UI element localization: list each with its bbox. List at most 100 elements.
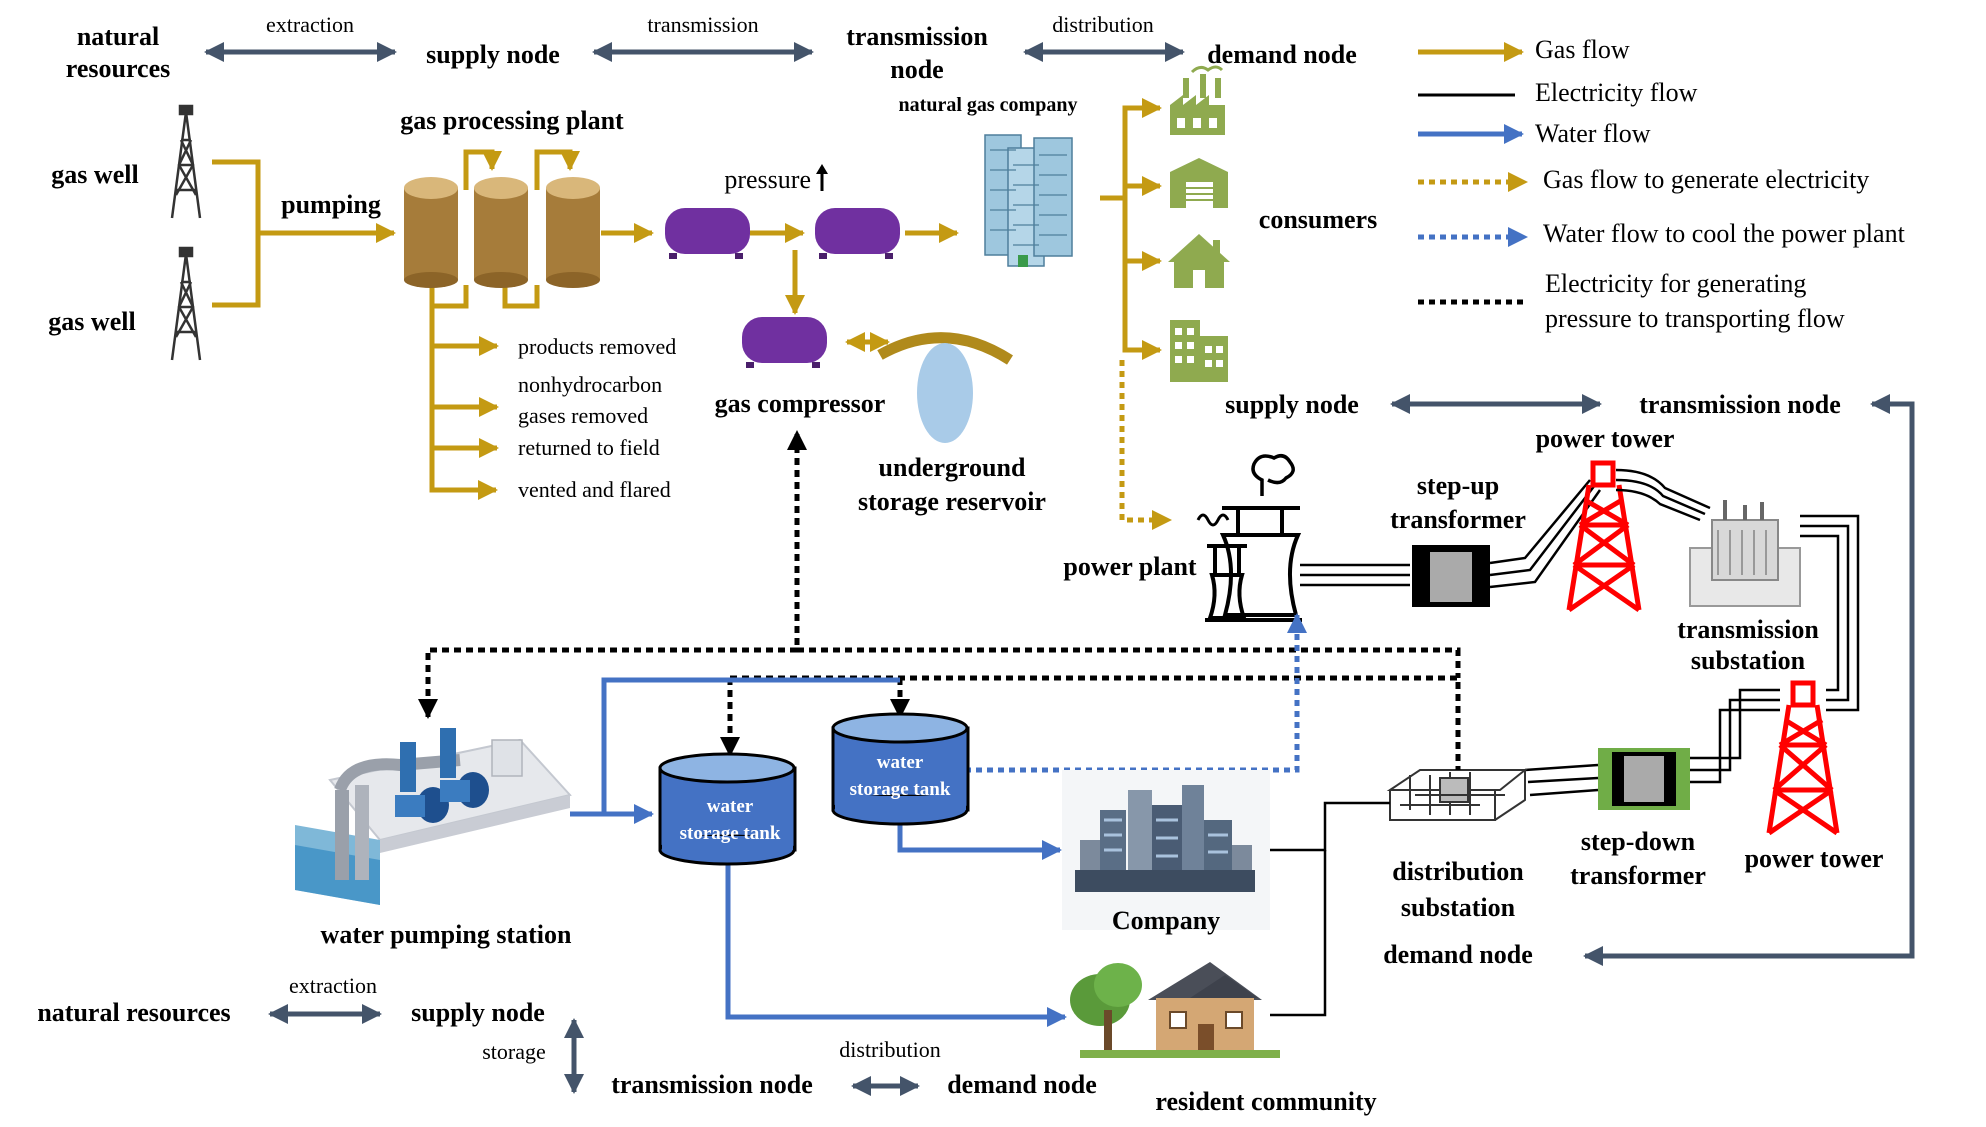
gas-to-power-plant-arrow	[1119, 360, 1172, 530]
byproduct-returned-to-field-label: returned to field	[518, 435, 660, 460]
step-down-transformer-label-line-2: transformer	[1570, 861, 1706, 890]
resident-community-label: resident community	[1155, 1087, 1376, 1116]
gas-natural-resources-label: natural resources	[66, 22, 170, 83]
water-storage-tank-right-label-line-1: water	[877, 752, 924, 773]
step-up-transformer-label-line-1: step-up	[1417, 471, 1499, 500]
water-chain: natural resources extraction supply node…	[37, 973, 1096, 1099]
pressure-label: pressure	[724, 165, 811, 194]
gas-transmission-node-label: transmission node	[846, 22, 988, 84]
gas-natural-resources-label-line-2: resources	[66, 54, 170, 83]
byproduct-nonhydrocarbon-label-line-2: gases removed	[518, 403, 648, 428]
pumping-label: pumping	[281, 190, 381, 219]
water-storage-tank-right-label: water storage tank	[850, 752, 951, 800]
gas-distribution-label: distribution	[1052, 12, 1153, 37]
water-transmission-node-label: transmission node	[611, 1070, 813, 1099]
water-storage-tank-right-label-line-2: storage tank	[850, 779, 951, 800]
underground-storage-label-line-1: underground	[879, 453, 1026, 482]
power-tower-bottom-icon	[1766, 680, 1840, 836]
legend-gas-to-electricity-label: Gas flow to generate electricity	[1543, 165, 1869, 194]
company-buildings-icon	[1062, 770, 1270, 930]
power-supply-node-label: supply node	[1225, 390, 1359, 419]
legend-electricity-for-pressure-label: Electricity for generating pressure to tr…	[1545, 269, 1845, 333]
compressor-1-icon	[665, 208, 750, 259]
step-up-transformer-icon	[1412, 545, 1490, 607]
distribution-to-community-line	[1270, 850, 1327, 1017]
gas-well-bottom-label: gas well	[48, 307, 135, 336]
legend-water-flow-label: Water flow	[1535, 119, 1651, 148]
legend-electricity-flow-label: Electricity flow	[1535, 78, 1698, 107]
power-tower-bottom-label: power tower	[1745, 844, 1884, 873]
distribution-substation-icon	[1386, 769, 1528, 821]
gas-extraction-label: extraction	[266, 12, 354, 37]
power-demand-node-label: demand node	[1383, 940, 1533, 969]
power-tower-top-label: power tower	[1536, 424, 1675, 453]
water-flow-lines	[570, 677, 1067, 1027]
stepup-to-tower-lines	[1489, 479, 1602, 589]
transmission-substation-icon	[1689, 500, 1801, 607]
water-pumping-station-icon	[295, 728, 572, 905]
water-storage-label: storage	[482, 1039, 546, 1064]
factory-icon	[1170, 65, 1225, 135]
gas-natural-resources-label-line-1: natural	[77, 22, 159, 51]
water-demand-node-label: demand node	[947, 1070, 1097, 1099]
consumer-icons	[1168, 65, 1230, 382]
gas-well-bottom-icon	[170, 246, 202, 361]
water-extraction-label: extraction	[289, 973, 377, 998]
gas-compressors	[665, 208, 900, 368]
step-down-transformer-label-line-1: step-down	[1581, 827, 1696, 856]
processing-tank-3-icon	[546, 177, 600, 288]
electricity-for-pressure-lines	[418, 430, 1461, 770]
power-plant-to-stepup-lines	[1300, 563, 1410, 587]
resident-community-icon	[1070, 962, 1280, 1058]
legend-electricity-for-pressure-label-line-2: pressure to transporting flow	[1545, 304, 1845, 333]
underground-storage-icon	[877, 332, 1013, 443]
underground-storage-label: underground storage reservoir	[858, 453, 1046, 516]
compressor-2-icon	[815, 208, 900, 259]
transmission-substation-label-line-1: transmission	[1677, 615, 1819, 644]
water-storage-tank-left-icon	[658, 752, 797, 866]
step-down-transformer-icon	[1598, 748, 1690, 810]
water-pumping-station-label: water pumping station	[321, 920, 572, 949]
water-supply-node-label: supply node	[411, 998, 545, 1027]
distribution-substation-label-line-1: distribution	[1392, 857, 1524, 886]
water-storage-tank-right-icon	[831, 712, 970, 826]
power-tower-top-icon	[1566, 460, 1642, 613]
processing-tank-1-icon	[404, 177, 458, 288]
byproduct-vented-flared-label: vented and flared	[518, 477, 671, 502]
transmission-to-demand-arrow	[1583, 394, 1915, 966]
processing-tank-2-icon	[474, 177, 528, 288]
step-up-transformer-label: step-up transformer	[1390, 471, 1526, 534]
gas-transmission-node-label-line-1: transmission	[846, 22, 988, 51]
distribution-substation-label-line-2: substation	[1401, 893, 1516, 922]
gas-supply-node-label: supply node	[426, 40, 560, 69]
processing-tanks	[404, 177, 600, 288]
legend-water-cooling-label: Water flow to cool the power plant	[1543, 219, 1906, 248]
transmission-substation-label-line-2: substation	[1691, 646, 1806, 675]
gas-transmission-node-label-line-2: node	[890, 55, 943, 84]
distribution-to-company-line	[1270, 801, 1390, 852]
power-transmission-node-label: transmission node	[1639, 390, 1841, 419]
pressure-up-arrow-icon	[816, 164, 828, 191]
gas-well-top-label: gas well	[51, 160, 138, 189]
consumers-label: consumers	[1259, 205, 1377, 234]
step-up-transformer-label-line-2: transformer	[1390, 505, 1526, 534]
gas-processing-plant-label: gas processing plant	[400, 106, 624, 135]
substation-to-lower-tower-lines	[1690, 514, 1860, 784]
natural-gas-company-building-icon	[984, 134, 1073, 267]
legend: Gas flow Electricity flow Water flow Gas…	[1418, 35, 1906, 333]
power-plant-label: power plant	[1063, 552, 1196, 581]
compressor-3-icon	[742, 317, 827, 368]
stepdown-to-distribution-lines	[1524, 763, 1599, 797]
gas-transmission-label: transmission	[647, 12, 758, 37]
underground-storage-label-line-2: storage reservoir	[858, 487, 1046, 516]
water-natural-resources-label: natural resources	[37, 998, 230, 1027]
byproduct-nonhydrocarbon-label-line-1: nonhydrocarbon	[518, 372, 662, 397]
tower-to-substation-lines	[1615, 468, 1711, 522]
power-plant-icon	[1196, 454, 1302, 622]
legend-electricity-for-pressure-label-line-1: Electricity for generating	[1545, 269, 1806, 298]
step-down-transformer-label: step-down transformer	[1570, 827, 1706, 890]
gas-flow-lines	[212, 98, 1162, 500]
